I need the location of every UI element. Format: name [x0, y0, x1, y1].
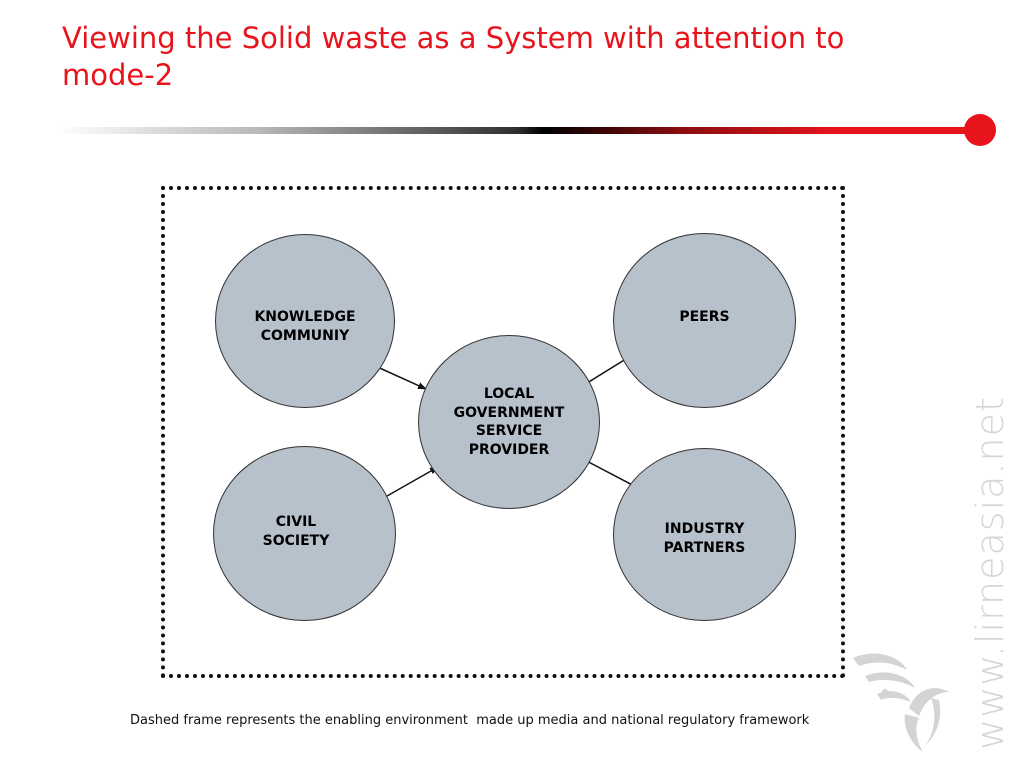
node-local-government-label: LOCAL GOVERNMENT SERVICE PROVIDER	[453, 386, 565, 458]
node-knowledge-community	[215, 234, 395, 408]
node-knowledge-community-label: KNOWLEDGE COMMUNIY	[254, 309, 356, 344]
enabling-environment-frame	[161, 186, 845, 678]
node-civil-society	[213, 446, 396, 621]
node-peers	[613, 233, 796, 408]
node-civil-society-label: CIVIL SOCIETY	[262, 514, 330, 549]
lirneasia-logo-icon	[853, 653, 949, 752]
node-local-government	[418, 335, 600, 509]
title-divider	[56, 127, 976, 134]
slide-title: Viewing the Solid waste as a System with…	[62, 21, 845, 92]
link-local-knowledge	[372, 364, 427, 390]
website-watermark: www.lirneasia.net	[960, 395, 1020, 750]
divider-end-dot	[964, 114, 996, 146]
node-peers-label: PEERS	[679, 309, 730, 325]
node-industry-partners-label: INDUSTRY PARTNERS	[663, 521, 746, 556]
diagram-caption: Dashed frame represents the enabling env…	[130, 713, 810, 728]
node-industry-partners	[613, 448, 796, 621]
website-watermark-text: www.lirneasia.net	[968, 395, 1012, 750]
